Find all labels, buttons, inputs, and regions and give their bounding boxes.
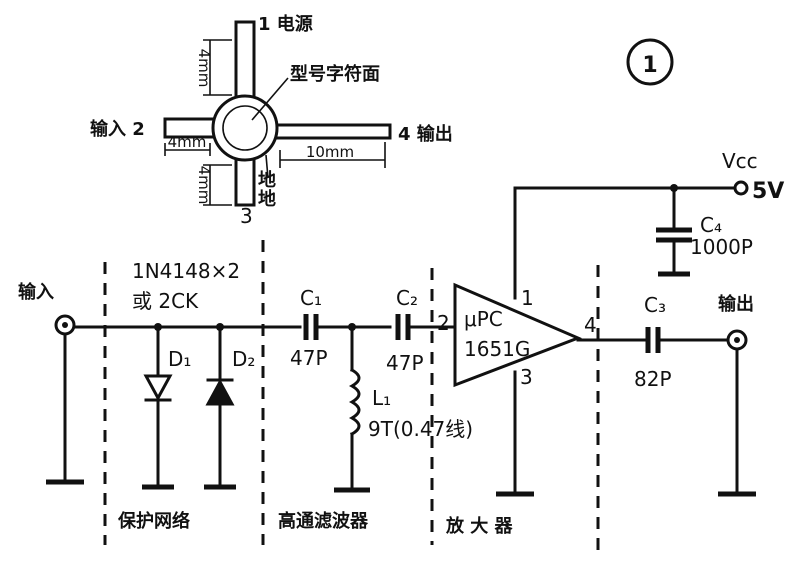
ic-line1: μPC: [464, 307, 503, 331]
ground-label-a: 地: [258, 169, 276, 191]
pin3-number: 3: [240, 204, 253, 228]
section-amplifier: 放 大 器: [445, 515, 514, 537]
ground-leader: [265, 154, 269, 179]
pin3-lead: [234, 158, 256, 207]
ground-label-b: 地: [258, 188, 276, 210]
c2-label: C₂: [396, 286, 418, 310]
marking-leader: [251, 77, 289, 121]
diode-d1: D₁: [142, 325, 191, 490]
d2-label: D₂: [232, 347, 255, 371]
section-highpass: 高通滤波器: [278, 510, 369, 532]
c4-label: C₄: [700, 213, 722, 237]
marking-label: 型号字符面: [290, 63, 380, 85]
pin1-label: 1 电源: [258, 13, 313, 35]
c2-value: 47P: [386, 351, 424, 375]
pin2-lead: [163, 117, 215, 139]
c1-value: 47P: [290, 346, 328, 370]
package-pinout: 1 电源 型号字符面 输入 2 4 输出 3 地 地 4mm 4mm 4mm 1…: [90, 13, 453, 228]
package-marking-face: [222, 105, 268, 151]
c4-value: 1000P: [690, 235, 753, 259]
ic-pin-vcc: 1: [521, 286, 534, 310]
ic-pin-in: 2: [437, 311, 450, 335]
l1-value: 9T(0.47线): [368, 417, 473, 441]
c1-label: C₁: [300, 286, 322, 310]
amplifier-ic: μPC 1651G 2 1 4 3: [437, 282, 597, 389]
vcc-value: 5V: [752, 179, 784, 204]
figure-number: 1: [642, 53, 657, 78]
figure-number-badge: 1: [626, 38, 674, 86]
output-connector: 输出: [718, 293, 756, 497]
c3-label: C₃: [644, 293, 666, 317]
d1-label: D₁: [168, 347, 191, 371]
input-label: 输入: [18, 281, 54, 303]
ic-line2: 1651G: [464, 337, 530, 361]
vcc-terminal: [733, 180, 749, 196]
section-protection: 保护网络: [117, 510, 190, 532]
vcc-label: Vcc: [722, 149, 758, 173]
dim-line-pin1: [203, 39, 232, 96]
pin2-label: 输入 2: [90, 118, 145, 140]
inductor-l1: L₁ 9T(0.47线): [334, 325, 473, 493]
l1-label: L₁: [372, 386, 391, 410]
capacitor-c2: C₂ 47P: [386, 286, 457, 375]
dim-line-pin2: [164, 143, 211, 156]
capacitor-c4: C₄ 1000P: [656, 186, 753, 277]
dim-pin4: 10mm: [306, 143, 354, 161]
c3-value: 82P: [634, 367, 672, 391]
diode-spec-line1: 1N4148×2: [132, 259, 240, 283]
diode-d2: D₂: [204, 325, 255, 490]
package-body: [211, 94, 279, 162]
dim-pin1: 4mm: [195, 49, 213, 88]
vcc-rail: [513, 186, 737, 300]
ic-pin-gnd: 3: [520, 365, 533, 389]
ic-pin-out: 4: [584, 313, 597, 337]
diode-spec-line2: 或 2CK: [132, 289, 199, 313]
output-label: 输出: [718, 293, 754, 315]
dim-pin3: 4mm: [195, 166, 213, 205]
pin1-lead: [234, 20, 256, 98]
capacitor-c1: C₁ 47P: [290, 286, 392, 370]
dim-line-pin4: [279, 142, 386, 168]
dim-pin2: 4mm: [168, 133, 207, 151]
pin4-label: 4 输出: [398, 123, 453, 145]
input-connector: 输入: [18, 281, 84, 485]
capacitor-c3: C₃ 82P: [634, 293, 730, 391]
dim-line-pin3: [203, 164, 232, 206]
pin4-lead: [275, 123, 392, 140]
